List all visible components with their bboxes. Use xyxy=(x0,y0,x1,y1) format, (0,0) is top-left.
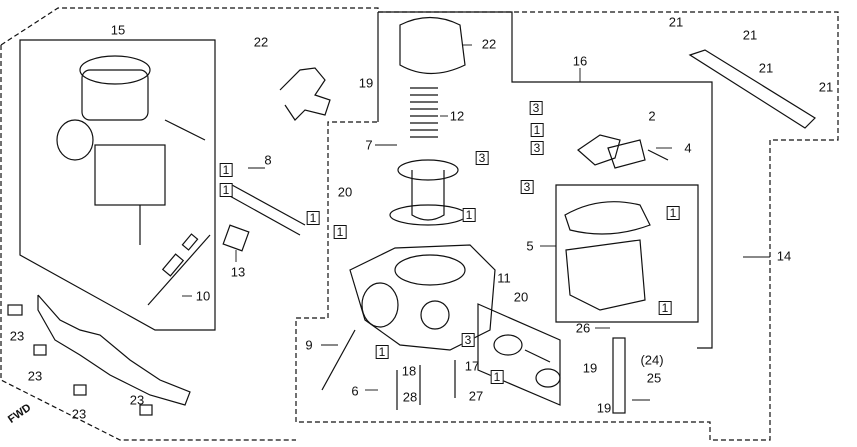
part-label-22: 22 xyxy=(253,34,269,50)
part-label-19: 19 xyxy=(358,75,374,91)
boxed-label-1: 1 xyxy=(658,301,672,315)
carburetor-main xyxy=(349,244,496,351)
outer-boundary-left xyxy=(0,45,296,441)
part-label-2: 2 xyxy=(648,108,656,124)
float-bowl xyxy=(564,201,651,311)
part-label-20: 20 xyxy=(337,184,353,200)
part-label-15: 15 xyxy=(110,22,126,38)
box-15 xyxy=(19,39,216,331)
boxed-label-1: 1 xyxy=(219,163,233,177)
box-11 xyxy=(477,303,561,406)
part-label-23: 23 xyxy=(27,368,43,384)
bracket-23 xyxy=(37,294,191,406)
leader-lines xyxy=(182,44,770,401)
boxed-label-3: 3 xyxy=(461,333,475,347)
part-label-6: 6 xyxy=(351,383,359,399)
plate-14 xyxy=(688,49,816,129)
part-label-22: 22 xyxy=(481,36,497,52)
float-4 xyxy=(577,134,669,169)
boxed-label-1: 1 xyxy=(306,211,320,225)
boxed-label-3: 3 xyxy=(530,141,544,155)
carburetor-15 xyxy=(56,55,206,245)
pump-11 xyxy=(493,334,561,388)
part-label-23: 23 xyxy=(71,406,87,422)
part-label-12: 12 xyxy=(449,108,465,124)
box-5 xyxy=(555,184,699,323)
boxed-label-1: 1 xyxy=(219,183,233,197)
boxed-label-1: 1 xyxy=(666,206,680,220)
part-label-19: 19 xyxy=(582,360,598,376)
part-label-21: 21 xyxy=(818,79,834,95)
part-label-14: 14 xyxy=(776,248,792,264)
boxed-label-1: 1 xyxy=(333,225,347,239)
part-label-26: 26 xyxy=(575,320,591,336)
part-label-17: 17 xyxy=(464,358,480,374)
part-label-27: 27 xyxy=(468,388,484,404)
boxed-label-3: 3 xyxy=(520,180,534,194)
part-label-16: 16 xyxy=(572,53,588,69)
part-label-5: 5 xyxy=(526,238,534,254)
part-label-28: 28 xyxy=(402,389,418,405)
part-label-10: 10 xyxy=(195,288,211,304)
part-label-4: 4 xyxy=(684,140,692,156)
jet-set xyxy=(321,329,456,410)
part-label-8: 8 xyxy=(264,152,272,168)
part-label-23: 23 xyxy=(129,392,145,408)
box-16 xyxy=(378,11,713,349)
part-label-18: 18 xyxy=(401,363,417,379)
boxed-label-1: 1 xyxy=(462,208,476,222)
boxed-label-1: 1 xyxy=(530,123,544,137)
boxed-label-3: 3 xyxy=(475,151,489,165)
part-label-21: 21 xyxy=(758,60,774,76)
part-label-23: 23 xyxy=(9,328,25,344)
part-label-7: 7 xyxy=(365,137,373,153)
part-label-9: 9 xyxy=(305,337,313,353)
throttle-bracket xyxy=(279,67,331,121)
boxed-label-1: 1 xyxy=(490,370,504,384)
part-label-20: 20 xyxy=(513,289,529,305)
part-label-11: 11 xyxy=(497,270,511,286)
spring-13 xyxy=(222,224,250,252)
jet-set-10 xyxy=(147,233,211,306)
part-label-24: (24) xyxy=(640,352,664,368)
tube-8 xyxy=(227,184,306,236)
boxed-label-3: 3 xyxy=(529,101,543,115)
boxed-label-1: 1 xyxy=(375,345,389,359)
part-label-21: 21 xyxy=(668,14,684,30)
top-cover xyxy=(389,16,467,226)
part-label-13: 13 xyxy=(230,264,246,280)
outer-boundary xyxy=(0,7,839,441)
tube-25 xyxy=(612,337,626,414)
part-label-19: 19 xyxy=(596,400,612,416)
part-label-25: 25 xyxy=(646,370,662,386)
part-label-21: 21 xyxy=(742,27,758,43)
